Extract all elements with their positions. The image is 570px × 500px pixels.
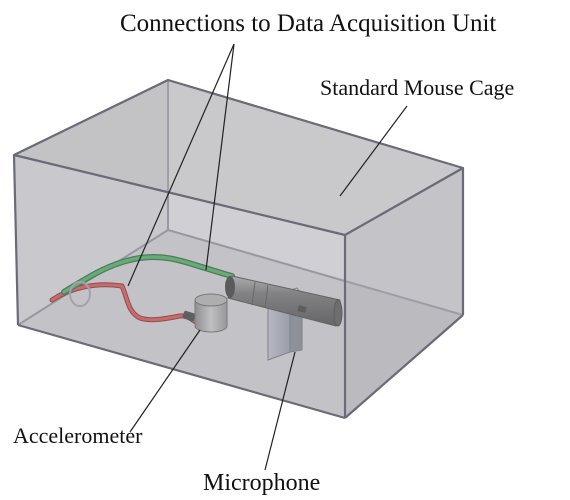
leader-accelerometer	[129, 329, 201, 433]
leader-connections-green	[205, 43, 235, 271]
cables	[49, 253, 235, 325]
accelerometer-label: Accelerometer	[13, 423, 143, 448]
connections-label: Connections to Data Acquisition Unit	[120, 10, 497, 37]
leader-lines	[127, 43, 408, 471]
accelerometer-sensor	[194, 293, 228, 333]
cable-grommet	[69, 281, 91, 307]
microphone-label: Microphone	[203, 470, 321, 496]
microphone-sensor	[225, 275, 343, 327]
leader-connections-red	[127, 43, 235, 287]
cage-front-face	[14, 155, 345, 418]
cage-label: Standard Mouse Cage	[320, 75, 515, 100]
cage-top-face	[14, 80, 463, 235]
leader-cage	[339, 105, 408, 197]
cage-front	[12, 78, 465, 420]
cage-right-face	[345, 168, 463, 418]
leader-microphone	[264, 351, 296, 471]
